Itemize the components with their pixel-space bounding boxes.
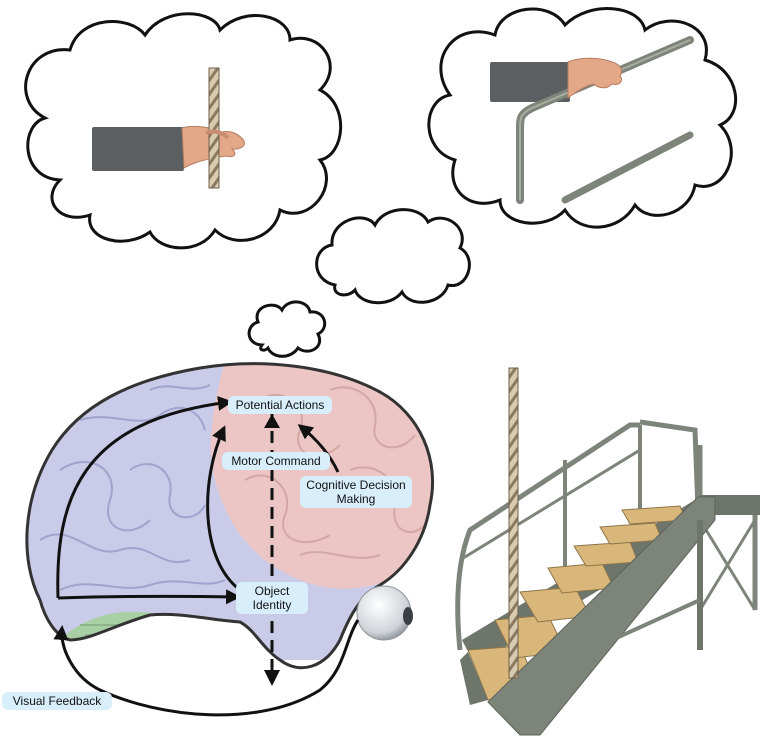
hanging-rope (508, 367, 519, 679)
motor-arrow-up (264, 414, 280, 428)
eye-icon (356, 585, 413, 641)
thought-cloud-medium (315, 208, 471, 305)
visual-feedback-label: Visual Feedback (2, 692, 112, 710)
rope-icon (208, 67, 220, 189)
sleeve-left (92, 127, 184, 171)
cognitive-line-1: Cognitive Decision (306, 478, 406, 492)
thought-bubble-rope (24, 12, 343, 250)
object-line-2: Identity (252, 598, 292, 612)
flow-arrows (53, 395, 360, 717)
motor-arrow-down (264, 670, 280, 686)
arrow-cognitive-to-potential (297, 424, 340, 473)
potential-actions-label: Potential Actions (228, 396, 332, 414)
arrow-left-to-object-identity (57, 589, 241, 605)
motor-command-text: Motor Command (231, 454, 321, 468)
hand-grasping-rail (567, 57, 623, 99)
potential-actions-text: Potential Actions (235, 398, 325, 412)
staircase-icon (455, 367, 760, 736)
object-line-1: Object (254, 584, 290, 598)
thought-bubble-handrail (427, 7, 737, 229)
handrail-icon (516, 36, 694, 204)
cognitive-line-2: Making (336, 492, 376, 506)
arrow-object-to-potential (206, 425, 241, 592)
motor-command-label: Motor Command (222, 452, 330, 470)
thought-cloud-small (247, 300, 327, 358)
object-identity-label: Object Identity (236, 582, 308, 614)
cognitive-decision-label: Cognitive Decision Making (300, 476, 412, 508)
arrow-left-to-potential-actions (56, 395, 233, 599)
sleeve-right (490, 62, 570, 102)
visual-feedback-text: Visual Feedback (12, 694, 102, 708)
arrow-visual-feedback (53, 619, 360, 717)
